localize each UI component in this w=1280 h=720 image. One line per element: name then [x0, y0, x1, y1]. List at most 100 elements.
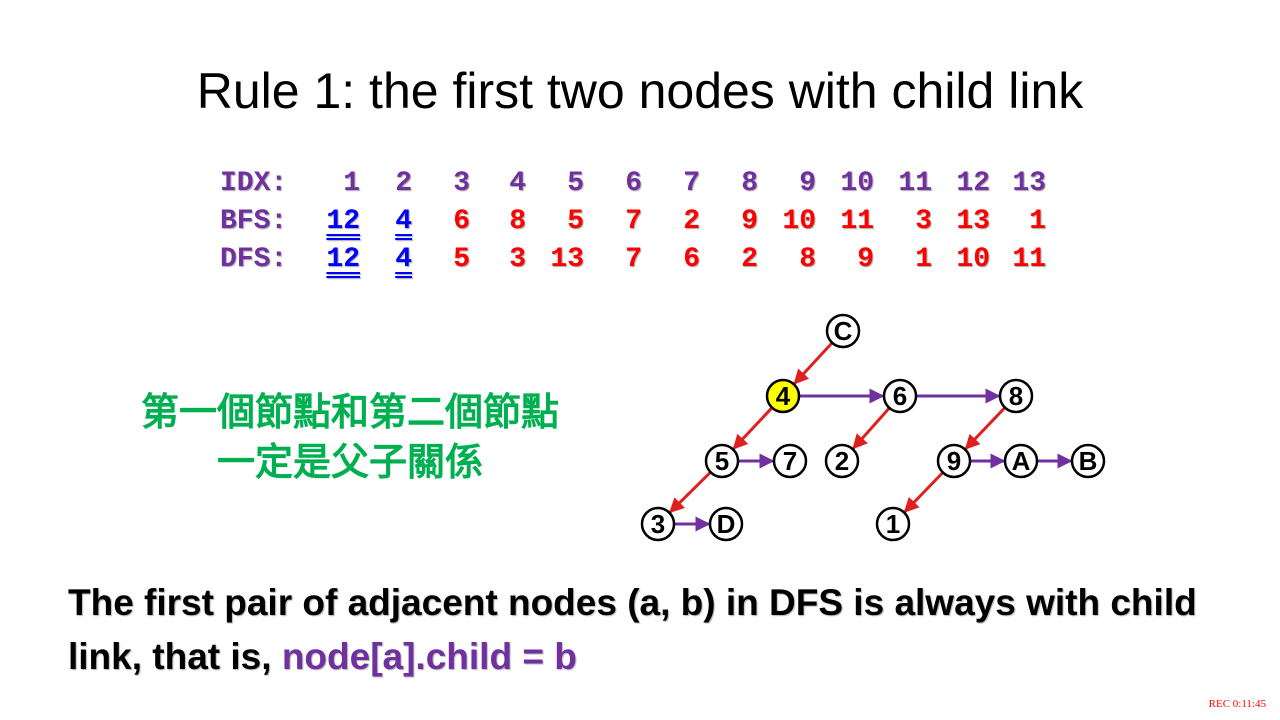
bfs-value: 5 [567, 206, 584, 237]
bfs-value: 12 [326, 206, 360, 237]
child-link-arrow [903, 471, 944, 513]
idx-value: 1 [343, 168, 360, 199]
dfs-value: 3 [509, 244, 526, 275]
tree-node-label: 7 [783, 446, 797, 476]
tree-node-label: B [1079, 446, 1098, 476]
tree-node-label: 9 [947, 446, 961, 476]
tree-node: 6 [882, 378, 918, 414]
tree-node-label: 3 [651, 509, 665, 539]
bfs-value: 6 [453, 206, 470, 237]
idx-value: 7 [683, 168, 700, 199]
bfs-row: BFS: 12 4 6 8 5 7 2 9 10 11 3 13 1 [0, 203, 1280, 241]
tree-node-label: 2 [835, 446, 849, 476]
dfs-value: 2 [741, 244, 758, 275]
tree-node: B [1070, 443, 1106, 479]
bfs-label: BFS: [220, 206, 288, 237]
tree-node-circle [772, 443, 808, 479]
bfs-value: 7 [625, 206, 642, 237]
slide-title: Rule 1: the first two nodes with child l… [196, 63, 1084, 119]
tree-node-label: 8 [1009, 381, 1023, 411]
dfs-value: 8 [799, 244, 816, 275]
tree-node: 9 [936, 443, 972, 479]
bfs-value: 3 [915, 206, 932, 237]
dfs-label: DFS: [220, 244, 288, 275]
dfs-value: 10 [956, 244, 990, 275]
dfs-value: 7 [625, 244, 642, 275]
idx-value: 2 [395, 168, 412, 199]
dfs-value: 4 [395, 244, 412, 275]
dfs-value: 1 [915, 244, 932, 275]
tree-node-circle [1003, 443, 1039, 479]
tree-node-label: 1 [886, 509, 900, 539]
child-link-arrow [964, 406, 1007, 450]
bfs-value: 8 [509, 206, 526, 237]
tree-node-circle [708, 506, 744, 542]
child-link-arrow [732, 406, 774, 450]
tree-node-circle [765, 378, 801, 414]
tree-node-circle [882, 378, 918, 414]
dfs-value: 5 [453, 244, 470, 275]
tree-node: 2 [824, 443, 860, 479]
tree-node: A [1003, 443, 1039, 479]
tree-node: 8 [998, 378, 1034, 414]
tree-node-circle [825, 313, 861, 349]
tree-node: 4 [765, 378, 801, 414]
tree-node-label: 5 [715, 446, 729, 476]
dfs-value: 6 [683, 244, 700, 275]
dfs-value: 11 [1012, 244, 1046, 275]
bfs-value: 1 [1029, 206, 1046, 237]
idx-value: 10 [840, 168, 874, 199]
dfs-value: 9 [857, 244, 874, 275]
dfs-row: DFS: 12 4 5 3 13 7 6 2 8 9 1 10 11 [0, 241, 1280, 279]
recording-timestamp: REC 0:11:45 [1208, 698, 1266, 710]
tree-node: 5 [704, 443, 740, 479]
idx-value: 6 [625, 168, 642, 199]
rule-statement-text: The first pair of adjacent nodes (a, b) … [68, 582, 1197, 677]
dfs-value: 13 [550, 244, 584, 275]
bfs-value: 13 [956, 206, 990, 237]
chinese-line-1: 第一個節點和第二個節點 [140, 390, 559, 434]
tree-node-label: 4 [776, 381, 791, 411]
child-link-arrow [793, 341, 834, 385]
idx-value: 13 [1012, 168, 1046, 199]
tree-node-circle [824, 443, 860, 479]
tree-node: 7 [772, 443, 808, 479]
tree-node-label: C [834, 316, 853, 346]
idx-label: IDX: [220, 168, 288, 199]
bfs-value: 4 [395, 206, 412, 237]
rule-highlight: node[a].child = b [281, 636, 577, 677]
idx-value: 4 [509, 168, 526, 199]
bfs-value: 10 [782, 206, 816, 237]
rule-statement: The first pair of adjacent nodes (a, b) … [68, 576, 1258, 684]
bfs-value: 11 [840, 206, 874, 237]
child-link-arrow [852, 406, 891, 450]
tree-node-circle [936, 443, 972, 479]
dfs-value: 12 [326, 244, 360, 275]
idx-value: 9 [799, 168, 816, 199]
tree-node: C [825, 313, 861, 349]
chinese-line-2: 一定是父子關係 [216, 440, 483, 484]
idx-value: 5 [567, 168, 584, 199]
tree-node: 3 [640, 506, 676, 542]
child-link-arrow [669, 471, 712, 514]
tree-node-label: 6 [893, 381, 907, 411]
tree-node-circle [998, 378, 1034, 414]
idx-value: 12 [956, 168, 990, 199]
tree-node: D [708, 506, 744, 542]
tree-node: 1 [875, 506, 911, 542]
tree-node-circle [875, 506, 911, 542]
tree-node-label: D [717, 509, 736, 539]
idx-value: 11 [898, 168, 932, 199]
tree-node-circle [640, 506, 676, 542]
bfs-value: 9 [741, 206, 758, 237]
tree-node-label: A [1012, 446, 1031, 476]
idx-value: 3 [453, 168, 470, 199]
bfs-value: 2 [683, 206, 700, 237]
tree-node-circle [1070, 443, 1106, 479]
tree-node-circle [704, 443, 740, 479]
idx-value: 8 [741, 168, 758, 199]
